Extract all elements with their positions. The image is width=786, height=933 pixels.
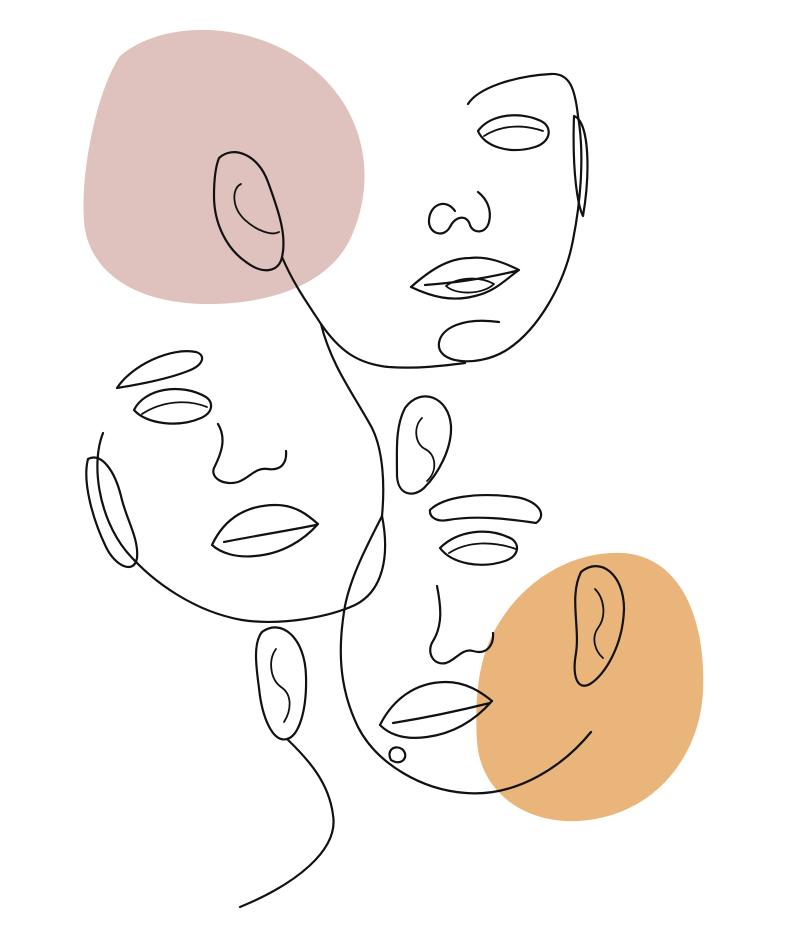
bottom-neck-line xyxy=(238,737,335,909)
middle-face xyxy=(85,322,387,623)
upper-face-jaw xyxy=(437,114,583,363)
upper-face-brow xyxy=(466,72,580,118)
lower-face-ear-inner xyxy=(415,417,436,482)
pink-blob xyxy=(83,29,365,305)
upper-neck-line xyxy=(280,255,467,369)
middle-face-ear xyxy=(85,456,139,569)
upper-face-nose xyxy=(427,190,491,235)
lower-face-chin-loop xyxy=(388,746,407,764)
lower-face-brow xyxy=(428,494,543,525)
upper-face-mouth-inner xyxy=(445,277,495,294)
lower-left-ear-inner xyxy=(270,648,291,723)
lower-face-ear-left xyxy=(395,395,453,495)
upper-face-ear-right xyxy=(572,114,589,218)
lower-left-ear xyxy=(254,626,308,741)
upper-face-eye xyxy=(476,114,550,152)
lower-face-nose xyxy=(429,584,495,665)
lower-face xyxy=(238,395,626,909)
middle-face-head xyxy=(96,431,387,623)
middle-face-mouth xyxy=(210,503,320,558)
upper-face-ear xyxy=(212,151,285,272)
lower-face-ear-right-inner xyxy=(593,588,605,659)
middle-face-eye xyxy=(132,387,213,425)
lower-face-mouth xyxy=(378,680,494,739)
upper-face-eyelid xyxy=(483,125,544,137)
upper-face xyxy=(212,72,589,369)
lower-face-ear-right xyxy=(573,565,626,687)
upper-face-mouth xyxy=(409,256,521,300)
middle-face-nose xyxy=(212,422,288,485)
middle-face-eyelid xyxy=(141,401,208,415)
middle-neck-line xyxy=(319,322,385,518)
orange-blob xyxy=(476,552,704,822)
lower-face-head xyxy=(339,514,593,795)
upper-face-ear-inner xyxy=(233,183,280,235)
lower-face-eye xyxy=(438,530,519,566)
lower-face-eyelid xyxy=(448,542,517,554)
middle-face-brow xyxy=(115,350,204,390)
